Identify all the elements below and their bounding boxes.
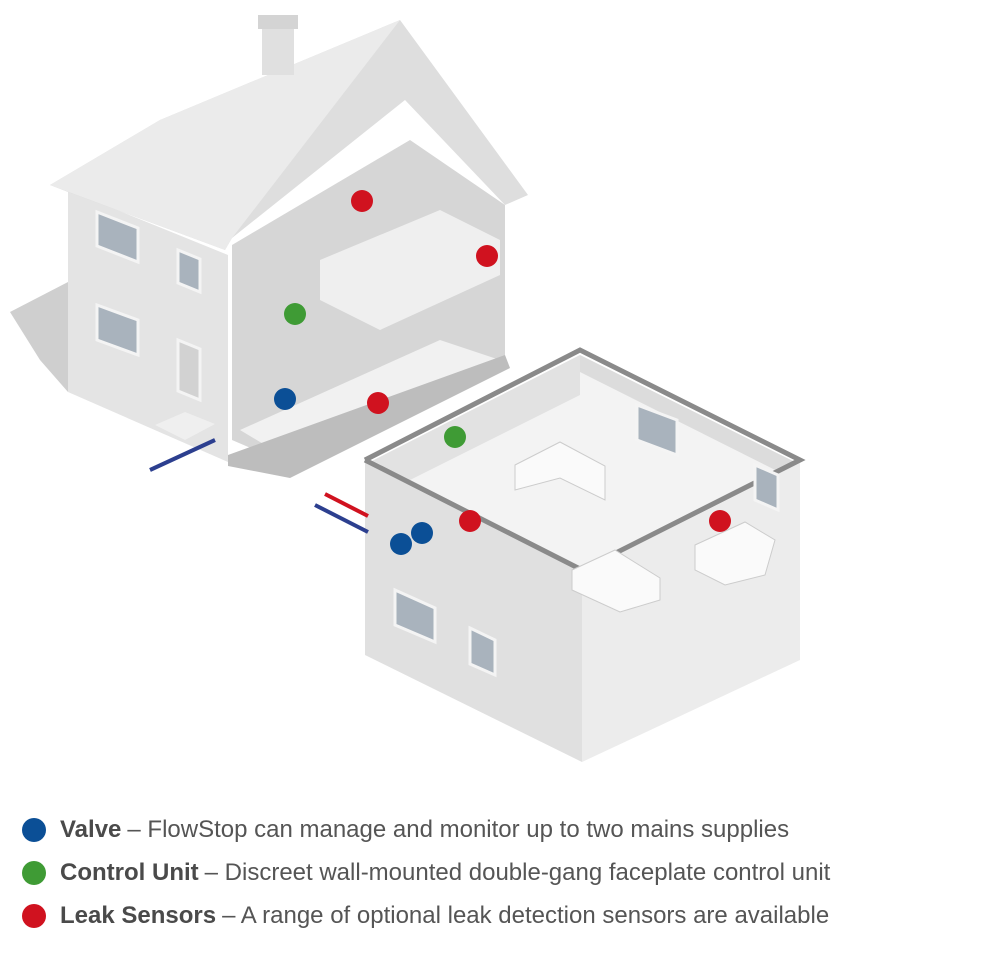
legend-item-control-unit: Control Unit – Discreet wall-mounted dou… — [22, 851, 830, 894]
legend-description: – FlowStop can manage and monitor up to … — [127, 815, 790, 843]
house-base — [228, 355, 510, 478]
valve-marker — [390, 533, 412, 555]
house-illustration — [10, 15, 806, 762]
leak-sensor-marker — [476, 245, 498, 267]
mains-pipe-blue — [314, 503, 369, 534]
legend-term: Leak Sensors — [60, 901, 217, 929]
valve-dot-icon — [22, 817, 46, 842]
legend-description: – A range of optional leak detection sen… — [222, 901, 830, 929]
leak-sensor-dot-icon — [22, 903, 46, 928]
leak-sensor-marker — [351, 190, 373, 212]
chimney — [262, 25, 294, 75]
leak-sensor-marker — [459, 510, 481, 532]
legend-term: Valve — [60, 815, 122, 843]
roof-front — [50, 20, 400, 250]
mains-pipe-red — [324, 492, 369, 518]
leak-sensor-markers — [351, 190, 731, 532]
chimney-top — [258, 15, 298, 29]
leak-sensor-marker — [709, 510, 731, 532]
annex-rim — [363, 347, 806, 573]
sofa — [571, 549, 661, 613]
legend-item-valve: Valve – FlowStop can manage and monitor … — [22, 808, 830, 851]
leak-sensor-marker — [367, 392, 389, 414]
bathtub — [694, 521, 776, 586]
door-step — [155, 412, 215, 440]
annex-back-wall — [370, 355, 580, 495]
control-unit-marker — [284, 303, 306, 325]
annex-windows — [393, 402, 780, 678]
legend-item-leak-sensors: Leak Sensors – A range of optional leak … — [22, 894, 830, 937]
bed — [514, 441, 606, 501]
valve-marker — [274, 388, 296, 410]
house-shadow — [10, 282, 68, 392]
valve-markers — [274, 388, 433, 555]
windows — [95, 209, 202, 403]
control-unit-marker — [444, 426, 466, 448]
mains-pipe-left — [149, 438, 216, 472]
valve-marker — [411, 522, 433, 544]
annex-back-wall-right — [580, 355, 795, 480]
control-unit-markers — [284, 303, 466, 448]
legend-term: Control Unit — [60, 858, 199, 886]
legend: Valve – FlowStop can manage and monitor … — [22, 808, 830, 937]
control-unit-dot-icon — [22, 860, 46, 885]
legend-description: – Discreet wall-mounted double-gang face… — [204, 858, 831, 886]
upper-floor — [320, 210, 500, 330]
